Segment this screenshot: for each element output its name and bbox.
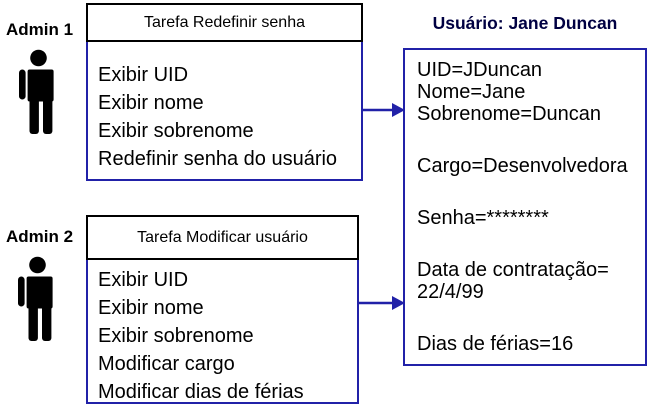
user-attr-dias-ferias: Dias de férias=16 [417, 333, 574, 355]
admin2-person-icon [18, 256, 53, 341]
admin1-person-icon [19, 49, 54, 134]
user-attr-data-contratacao-valor: 22/4/99 [417, 281, 484, 303]
admin2-label: Admin 2 [6, 227, 74, 246]
task1-line: Exibir nome [98, 92, 204, 114]
task2-line: Exibir nome [98, 297, 204, 319]
task2-line: Modificar dias de férias [98, 381, 304, 403]
user-panel-title: Usuário: Jane Duncan [432, 13, 618, 33]
blank-line [417, 125, 643, 155]
task2-line: Exibir sobrenome [98, 325, 254, 347]
task2-line: Exibir UID [98, 269, 189, 291]
admin1-label: Admin 1 [6, 20, 74, 39]
task1-body: Exibir UID Exibir nome Exibir sobrenome … [86, 40, 363, 181]
blank-line [417, 229, 643, 259]
user-attr-senha: Senha=******** [417, 207, 549, 229]
task1-header: Tarefa Redefinir senha [86, 3, 363, 42]
task1-line: Exibir UID [98, 64, 189, 86]
user-attr-cargo: Cargo=Desenvolvedora [417, 155, 628, 177]
arrow-task1-to-user-icon [361, 103, 405, 117]
user-attr-sobrenome: Sobrenome=Duncan [417, 103, 602, 125]
task1-line: Exibir sobrenome [98, 120, 254, 142]
task2-header: Tarefa Modificar usuário [86, 215, 359, 260]
task1-title: Tarefa Redefinir senha [144, 13, 305, 31]
user-attr-uid: UID=JDuncan [417, 59, 543, 81]
user-attr-nome: Nome=Jane [417, 81, 526, 103]
user-attr-data-contratacao: Data de contratação= [417, 259, 609, 281]
task1-line: Redefinir senha do usuário [98, 148, 338, 170]
arrow-task2-to-user-icon [357, 296, 405, 310]
task2-line: Modificar cargo [98, 353, 235, 375]
blank-line [417, 177, 643, 207]
task2-title: Tarefa Modificar usuário [137, 228, 308, 246]
user-panel: UID=JDuncan Nome=Jane Sobrenome=Duncan C… [403, 48, 647, 366]
task2-body: Exibir UID Exibir nome Exibir sobrenome … [86, 258, 359, 404]
blank-line [417, 303, 643, 333]
